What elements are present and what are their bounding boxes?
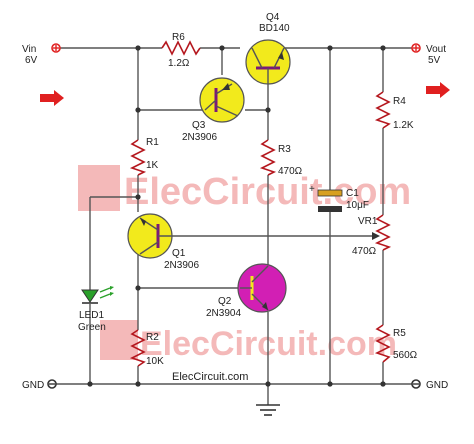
gnd-left-label: GND [22, 380, 44, 391]
r3-resistor [259, 139, 277, 176]
c1-ref: C1 [346, 188, 359, 199]
led1-diode [81, 286, 114, 304]
r3-ref: R3 [278, 144, 291, 155]
vr1-potentiometer [374, 214, 392, 251]
q1-part: 2N3906 [164, 260, 199, 271]
q2-transistor [237, 263, 287, 313]
r5-value: 560Ω [393, 350, 418, 361]
r1-resistor [129, 139, 147, 176]
r1-ref: R1 [146, 137, 159, 148]
r6-resistor [161, 40, 201, 56]
vin-label: Vin [22, 44, 36, 55]
c1-value: 10μF [346, 200, 369, 211]
r4-value: 1.2K [393, 120, 414, 131]
q4-transistor [245, 39, 291, 85]
gnd-left-terminal [47, 379, 57, 389]
r3-value: 470Ω [278, 166, 303, 177]
led1-ref: LED1 [79, 310, 104, 321]
r2-ref: R2 [146, 332, 159, 343]
q1-ref: Q1 [172, 248, 186, 259]
r5-ref: R5 [393, 328, 406, 339]
r2-value: 10K [146, 356, 164, 367]
watermark-logo-top [78, 165, 120, 211]
vr1-ref: VR1 [358, 216, 378, 227]
q3-ref: Q3 [192, 120, 206, 131]
input-arrow-icon [40, 90, 64, 106]
vout-value: 5V [428, 55, 441, 66]
vout-terminal [411, 43, 421, 53]
led1-color: Green [78, 322, 106, 333]
q4-ref: Q4 [266, 12, 280, 23]
c1-plus-icon: + [309, 184, 315, 195]
q2-ref: Q2 [218, 296, 232, 307]
r2-resistor [129, 329, 146, 367]
q3-transistor [199, 77, 245, 123]
vin-terminal [51, 43, 61, 53]
gnd-right-terminal [411, 379, 421, 389]
r4-resistor [374, 91, 391, 129]
ground-icon [256, 404, 280, 416]
q1-transistor [127, 213, 175, 259]
r1-value: 1K [146, 160, 159, 171]
output-arrow-icon [426, 82, 450, 98]
r6-value: 1.2Ω [168, 58, 190, 69]
vr1-value: 470Ω [352, 246, 377, 257]
site-credit: ElecCircuit.com [172, 371, 248, 383]
vr1-wiper-icon [372, 232, 380, 240]
gnd-right-label: GND [426, 380, 448, 391]
junction-dots [87, 45, 386, 387]
q4-part: BD140 [259, 23, 290, 34]
watermark-logo-bottom [100, 320, 138, 360]
r6-ref: R6 [172, 32, 185, 43]
vout-label: Vout [426, 44, 446, 55]
c1-capacitor: + [309, 184, 343, 212]
r4-ref: R4 [393, 96, 406, 107]
q2-part: 2N3904 [206, 308, 241, 319]
vin-value: 6V [25, 55, 38, 66]
q3-part: 2N3906 [182, 132, 217, 143]
watermark-bottom: ElecCircuit.com [100, 320, 397, 363]
r5-resistor [374, 324, 391, 363]
